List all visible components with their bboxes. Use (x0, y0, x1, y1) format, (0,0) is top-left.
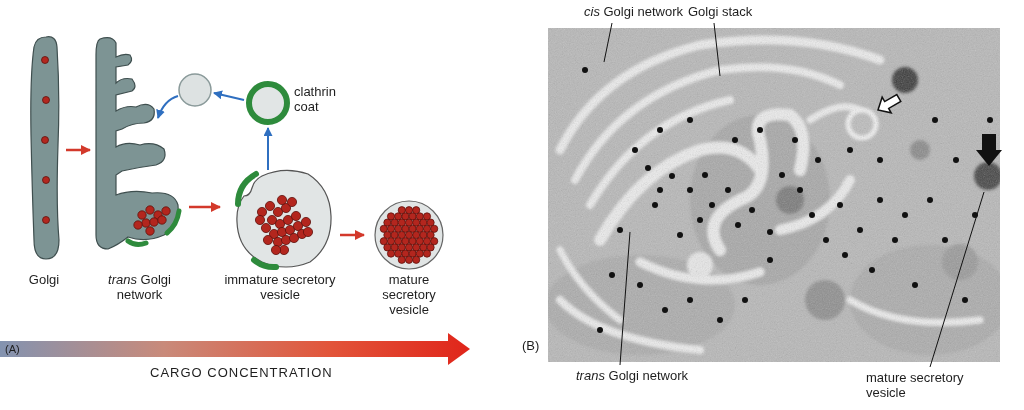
organelle-outline (92, 35, 187, 272)
gradient-arrow (0, 333, 470, 365)
text-label: mature secretory vesicle (866, 370, 1006, 400)
organelle-label: immature secretory vesicle (222, 272, 338, 302)
organelle-label: trans Golgi network (92, 272, 187, 302)
text-label: (A) (5, 342, 35, 357)
text-label: clathrin coat (294, 84, 354, 114)
organelle-outline (24, 35, 64, 272)
cell-shape: Golgi (24, 35, 64, 287)
text-label: (B) (522, 338, 546, 353)
uncoated-vesicle (179, 74, 211, 106)
recycling-arrow (214, 93, 244, 100)
filled-arrow (976, 134, 1002, 166)
cell-shape: mature secretory vesicle (366, 198, 452, 317)
open-arrow (874, 90, 904, 118)
flow-arrow (189, 206, 220, 209)
recycling-arrow (158, 96, 178, 118)
leader-line (714, 23, 720, 76)
organelle-outline (222, 162, 338, 272)
recycling-arrow (267, 128, 269, 170)
cell-shape: trans Golgi network (92, 35, 187, 302)
text-label: CARGO CONCENTRATION (150, 365, 430, 380)
text-label: trans Golgi network (576, 368, 746, 383)
organelle-outline (366, 198, 452, 272)
flow-arrow (66, 149, 90, 152)
organelle-label: mature secretory vesicle (366, 272, 452, 317)
leader-line (930, 192, 984, 367)
organelle-label: Golgi (24, 272, 64, 287)
flow-arrow (340, 234, 364, 237)
text-label: Golgi stack (688, 4, 788, 19)
cell-shape: immature secretory vesicle (222, 162, 338, 302)
coated-vesicle (249, 84, 287, 122)
leader-line (604, 23, 612, 62)
leader-line (620, 232, 630, 365)
